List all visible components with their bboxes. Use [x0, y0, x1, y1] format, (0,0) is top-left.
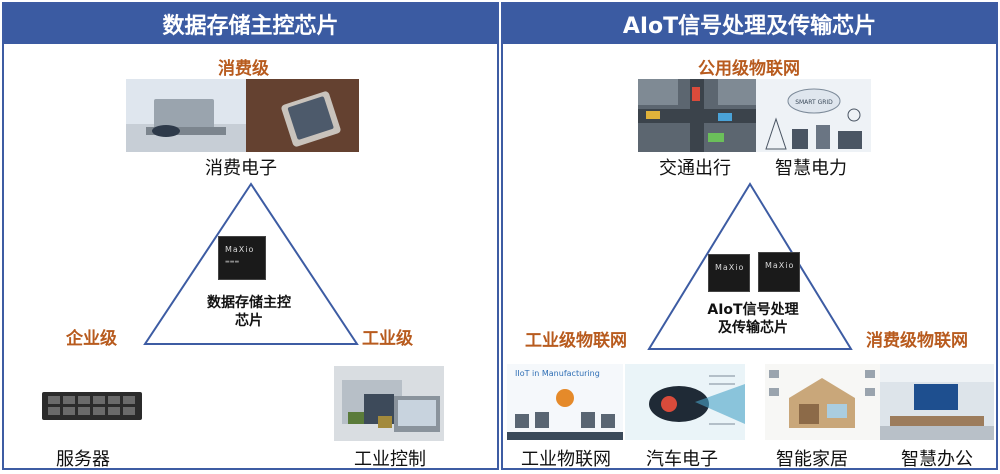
tier-label-industrial: 工业级 [362, 329, 413, 349]
caption-transportation: 交通出行 [659, 158, 731, 179]
smart-grid-image: SMART GRID [756, 79, 871, 152]
traffic-image [638, 79, 756, 152]
caption-smart-office: 智慧办公 [901, 449, 973, 470]
industrial-iot-image: IIoT in Manufacturing [507, 364, 623, 440]
smart-grid-text: SMART GRID [795, 99, 833, 106]
caption-automotive-electronics: 汽车电子 [646, 449, 718, 470]
automotive-image [625, 364, 745, 440]
tier-label-consumer: 消费级 [218, 59, 269, 79]
smart-home-image [765, 364, 880, 440]
chip-image: MaXio [758, 252, 800, 292]
chip-image: MaXio ▬▬▬ [218, 236, 266, 280]
chip-logo: MaXio [715, 263, 745, 272]
caption-industrial-iot: 工业物联网 [521, 449, 611, 470]
panel-title: 数据存储主控芯片 [4, 4, 497, 44]
panel-title: AIoT信号处理及传输芯片 [503, 4, 996, 44]
caption-smart-power: 智慧电力 [775, 158, 847, 179]
iiot-text: IIoT in Manufacturing [515, 369, 600, 378]
chip-logo: MaXio [765, 261, 795, 270]
chip-image: MaXio [708, 254, 750, 292]
chip-logo: MaXio [225, 245, 255, 254]
center-label-line2: 及传输芯片 [718, 320, 788, 336]
center-label-line1: 数据存储主控 [207, 295, 291, 311]
center-chip-label: 数据存储主控 芯片 [194, 294, 304, 330]
caption-server: 服务器 [56, 449, 110, 470]
chip-marking-icon: ▬▬▬ [225, 259, 240, 265]
tier-label-industrial-iot: 工业级物联网 [525, 331, 627, 351]
server-image [42, 392, 142, 420]
tier-label-public-iot: 公用级物联网 [698, 59, 800, 79]
caption-smart-home: 智能家居 [776, 449, 848, 470]
center-label-line2: 芯片 [235, 313, 263, 329]
storage-controller-panel: 数据存储主控芯片 消费级 消费电子 MaXio ▬▬▬ 数据存储主控 芯片 企业… [2, 2, 499, 470]
aiot-panel: AIoT信号处理及传输芯片 公用级物联网 SMART GRID [501, 2, 998, 470]
triangle-diagram [647, 182, 853, 350]
industrial-control-image [334, 366, 444, 441]
caption-industrial-control: 工业控制 [354, 449, 426, 470]
tier-label-consumer-iot: 消费级物联网 [866, 331, 968, 351]
smart-office-image [880, 364, 994, 440]
center-label-line1: AIoT信号处理 [707, 302, 799, 318]
tier-label-enterprise: 企业级 [66, 329, 117, 349]
caption-consumer-electronics: 消费电子 [205, 158, 277, 179]
center-chip-label: AIoT信号处理 及传输芯片 [693, 301, 813, 337]
triangle-diagram [143, 182, 359, 345]
consumer-electronics-image [126, 79, 359, 152]
